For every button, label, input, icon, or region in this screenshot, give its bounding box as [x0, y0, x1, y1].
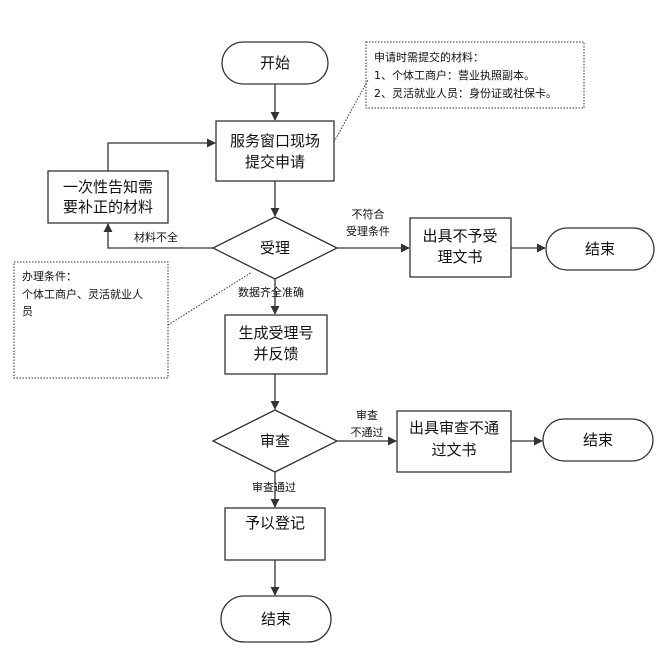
- notify-label-line2: 要补正的材料: [63, 198, 153, 216]
- materials-note-title: 申请时需提交的材料：: [374, 50, 484, 64]
- reject-label-line1: 出具不予受: [422, 227, 497, 245]
- edge-incomplete-label: 材料不全: [134, 230, 178, 244]
- end1-label: 结束: [585, 240, 615, 258]
- review-label: 审查: [260, 432, 290, 450]
- conditions-note-line2: 员: [22, 305, 33, 318]
- materials-note: 申请时需提交的材料： 1、个体工商户：营业执照副本。 2、灵活就业人员：身份证或…: [365, 41, 585, 109]
- accept-decision: 受理: [211, 216, 339, 280]
- fail-document-node: 出具审查不通 过文书: [396, 410, 512, 473]
- materials-note-item2: 2、灵活就业人员：身份证或社保卡。: [374, 86, 557, 100]
- materials-note-item1: 1、个体工商户：营业执照副本。: [374, 68, 535, 82]
- reject-label-line2: 理文书: [437, 248, 482, 266]
- generate-label-line2: 并反馈: [253, 345, 298, 363]
- conditions-note-title: 办理条件：: [22, 269, 77, 283]
- end-node-1: 结束: [545, 227, 655, 271]
- start-node: 开始: [221, 41, 329, 85]
- submit-label-line2: 提交申请: [245, 153, 305, 171]
- conditions-note: 办理条件： 个体工商户、灵活就业人 员: [13, 261, 169, 379]
- edge-review-fail-line1: 审查: [356, 408, 378, 422]
- fail-label-line2: 过文书: [431, 441, 476, 459]
- start-label: 开始: [260, 54, 290, 72]
- edge-review-fail-line2: 不通过: [351, 426, 384, 439]
- end2-label: 结束: [583, 431, 613, 449]
- conditions-note-line1: 个体工商户、灵活就业人: [22, 287, 143, 301]
- notify-label-line1: 一次性告知需: [63, 178, 153, 196]
- edge-not-meet-line1: 不符合: [352, 207, 385, 221]
- edge-review-pass-label: 审查通过: [252, 480, 296, 494]
- end3-label: 结束: [261, 610, 291, 628]
- end-node-3: 结束: [220, 595, 332, 643]
- submit-application-node: 服务窗口现场 提交申请: [215, 120, 335, 182]
- generate-number-node: 生成受理号 并反馈: [224, 314, 328, 375]
- register-label: 予以登记: [245, 514, 305, 532]
- reject-document-node: 出具不予受 理文书: [409, 217, 512, 278]
- edge-not-meet-line2: 受理条件: [346, 224, 390, 238]
- fail-label-line1: 出具审查不通: [409, 419, 499, 437]
- edge-notify-submit: [107, 138, 216, 171]
- review-decision: 审查: [211, 409, 339, 473]
- register-node: 予以登记: [224, 507, 326, 561]
- materials-note-connector: [333, 79, 369, 143]
- generate-label-line1: 生成受理号: [238, 324, 313, 342]
- end-node-2: 结束: [542, 418, 654, 462]
- submit-label-line1: 服务窗口现场: [230, 132, 320, 150]
- edge-data-ok-label: 数据齐全准确: [238, 285, 304, 299]
- accept-label: 受理: [260, 239, 290, 257]
- notify-correction-node: 一次性告知需 要补正的材料: [47, 170, 169, 224]
- edge-accept-notify: [103, 223, 213, 249]
